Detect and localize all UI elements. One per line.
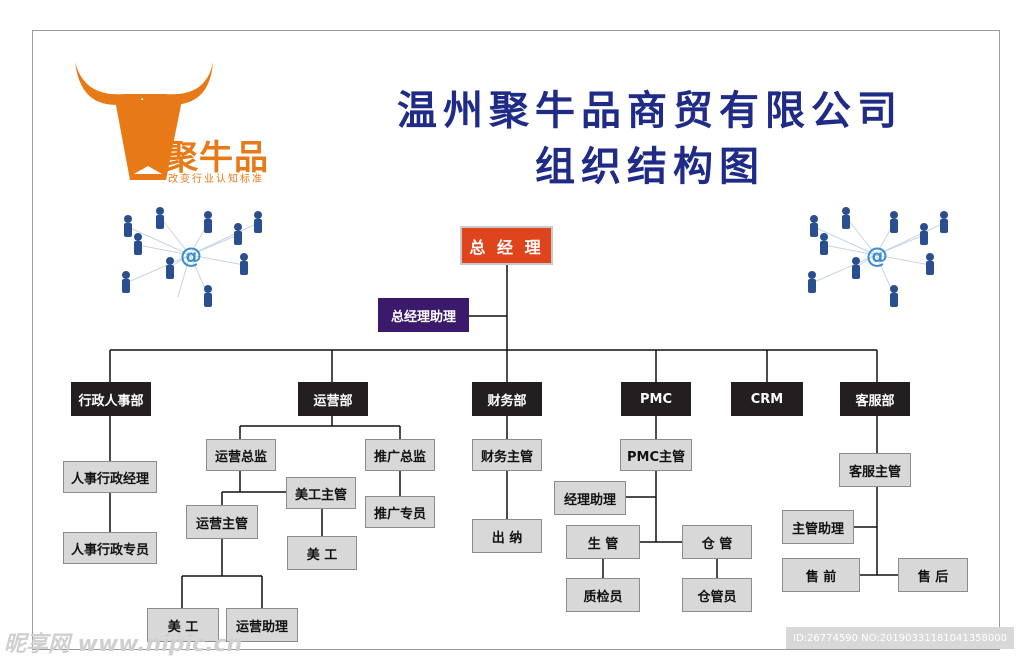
ceo-box: 总 经 理	[460, 226, 553, 265]
position-cashier: 出 纳	[472, 519, 542, 553]
svg-text:@: @	[180, 244, 202, 269]
logo-name: 聚牛品	[164, 138, 269, 178]
position-promo-staff: 推广专员	[365, 496, 435, 528]
position-finance-lead: 财务主管	[472, 439, 542, 471]
page-subtitle: 组织结构图	[535, 144, 765, 190]
ceo-assistant-box: 总经理助理	[378, 298, 469, 332]
watermark-right: ID:26774590 NO:20190331181041358000	[786, 627, 1014, 649]
position-artist-1: 美 工	[287, 536, 357, 570]
bull-logo-icon	[75, 62, 213, 180]
position-hr-staff: 人事行政专员	[63, 532, 157, 564]
position-qc: 质检员	[566, 578, 640, 612]
position-ops-lead: 运营主管	[186, 505, 258, 539]
position-production: 生 管	[566, 525, 640, 559]
logo-slogan: 改变行业认知标准	[168, 174, 264, 185]
svg-text:@: @	[866, 244, 888, 269]
position-ops-director: 运营总监	[206, 439, 276, 471]
dept-ops-box: 运营部	[298, 382, 368, 416]
dept-service-box: 客服部	[840, 382, 910, 416]
position-promo-director: 推广总监	[365, 439, 435, 471]
dept-admin-box: 行政人事部	[71, 382, 151, 416]
dept-crm-box: CRM	[731, 382, 803, 416]
position-hr-manager: 人事行政经理	[63, 461, 157, 493]
network-people-icon: @	[808, 207, 948, 307]
position-warehouse-staff: 仓管员	[682, 578, 752, 612]
position-ops-assistant: 运营助理	[226, 608, 298, 642]
watermark-left: 昵享网 www.nipic.cn	[4, 632, 243, 657]
position-art-lead: 美工主管	[286, 477, 356, 509]
position-pmc-lead: PMC主管	[620, 439, 692, 471]
network-people-icon: @	[122, 207, 262, 307]
page-title: 温州聚牛品商贸有限公司	[397, 88, 903, 134]
dept-finance-box: 财务部	[472, 382, 542, 416]
position-manager-assistant: 经理助理	[554, 481, 626, 515]
position-service-lead: 客服主管	[839, 453, 911, 487]
diagram-frame	[32, 30, 1000, 650]
dept-pmc-box: PMC	[621, 382, 691, 416]
position-warehouse: 仓 管	[682, 525, 752, 559]
position-lead-assistant: 主管助理	[782, 510, 854, 544]
position-presale: 售 前	[782, 558, 860, 592]
position-artist-2: 美 工	[147, 608, 219, 642]
position-aftersale: 售 后	[898, 558, 968, 592]
